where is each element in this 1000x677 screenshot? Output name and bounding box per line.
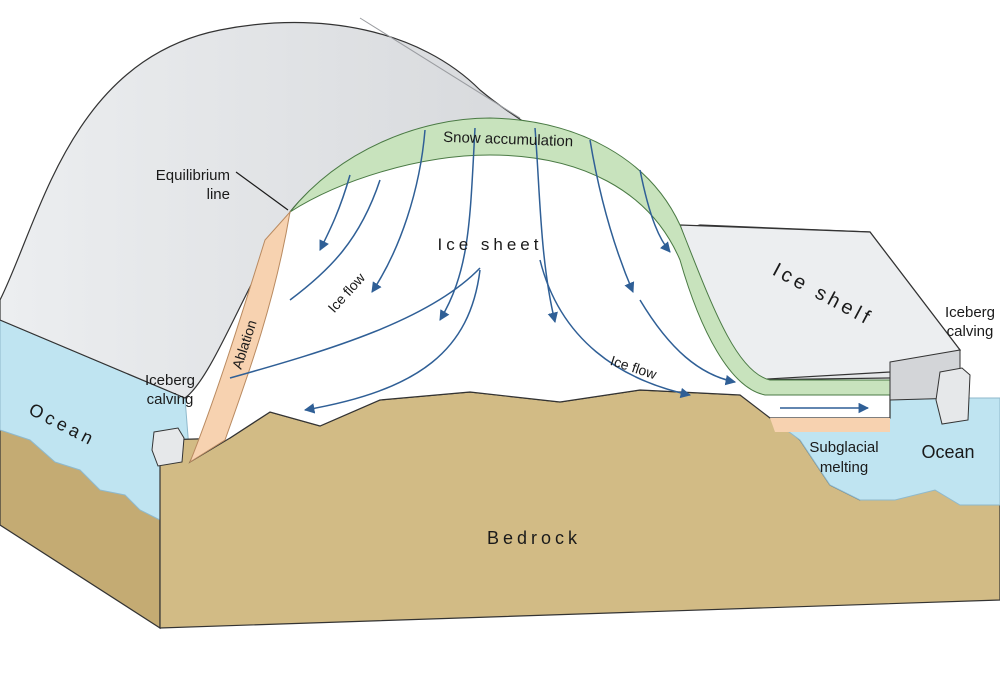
- ice-flow-arrow: [371, 129, 426, 293]
- ocean-right-label: Ocean: [921, 442, 974, 462]
- subglacial-melting-band: [770, 418, 890, 432]
- ice-sheet-label: Ice sheet: [438, 235, 543, 254]
- iceberg-calving-right-label: Iceberg: [945, 304, 995, 321]
- subglacial-melting-label: Subglacial: [809, 439, 878, 456]
- iceberg-right: [935, 367, 971, 425]
- ice-flow-arrow: [589, 139, 635, 293]
- iceberg-left: [151, 427, 185, 467]
- ice-flow-arrow: [639, 169, 671, 253]
- ice-flow-arrow: [639, 299, 737, 386]
- ice-flow-arrow: [303, 269, 481, 414]
- ice-flow-arrow: [439, 127, 476, 321]
- ablation-band: [188, 210, 291, 464]
- ice-flow-arrow: [319, 174, 351, 251]
- ice-ridge-line: [359, 17, 521, 119]
- iceberg-calving-left-label-2: calving: [147, 391, 194, 408]
- snow-accumulation-label: Snow accumulation: [443, 129, 574, 151]
- equilibrium-line-leader: [235, 171, 289, 211]
- ice-flow-arrow: [539, 259, 692, 399]
- bedrock-label: Bedrock: [487, 528, 581, 548]
- equilibrium-line-label: Equilibrium: [156, 167, 230, 184]
- subglacial-melting-label-2: melting: [820, 459, 868, 476]
- ice-flow-arrow: [534, 127, 558, 324]
- equilibrium-line-label-2: line: [207, 186, 230, 203]
- ice-flow-line: [289, 179, 381, 301]
- ice-flow-line: [229, 267, 481, 379]
- iceberg-calving-right-label-2: calving: [947, 323, 994, 340]
- iceberg-calving-left-label: Iceberg: [145, 372, 195, 389]
